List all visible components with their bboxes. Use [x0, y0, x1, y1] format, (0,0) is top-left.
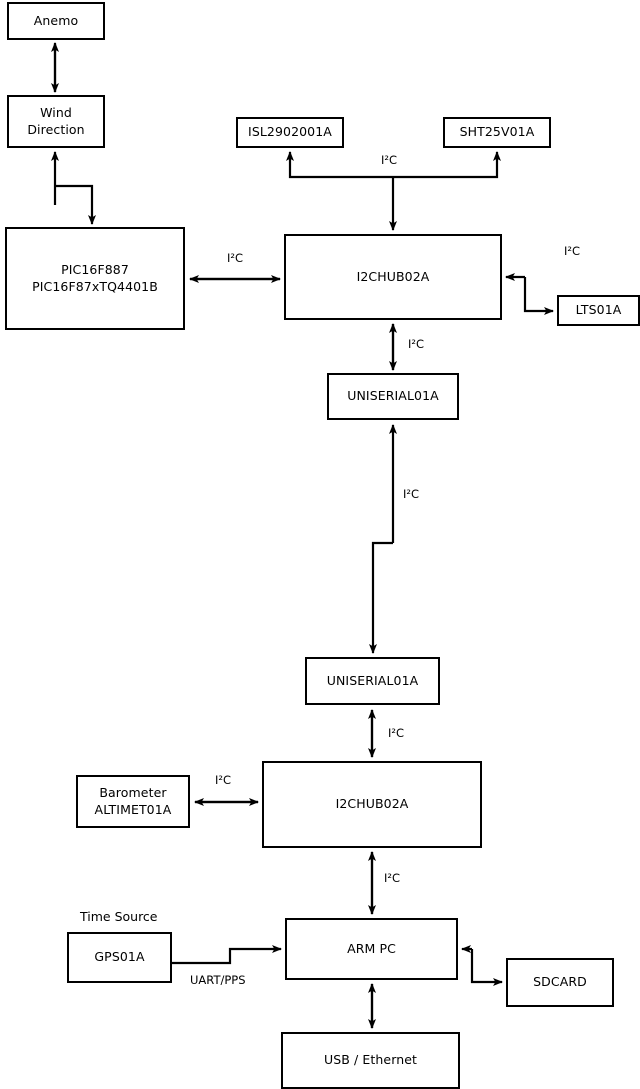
node-anemo[interactable]: Anemo — [7, 2, 105, 40]
node-i2chub02a-top[interactable]: I2CHUB02A — [284, 234, 502, 320]
node-i2chub02a-top-label: I2CHUB02A — [356, 268, 430, 284]
edge-label-pic-to-hub: I²C — [227, 251, 244, 265]
edge-label-hub-to-lts01a: I²C — [564, 244, 581, 258]
node-sht25v01a-label: SHT25V01A — [459, 124, 535, 140]
node-gps01a[interactable]: GPS01A — [67, 932, 172, 983]
node-uniserial01a-upper[interactable]: UNISERIAL01A — [327, 373, 459, 420]
edge-label-hub-to-uniserial-upper: I²C — [408, 337, 425, 351]
node-usb-ethernet-label: USB / Ethernet — [323, 1052, 418, 1068]
edge-gps-arm — [172, 945, 282, 965]
node-barometer[interactable]: Barometer ALTIMET01A — [76, 775, 190, 828]
edge-label-top-bus: I²C — [381, 153, 398, 167]
node-sht25v01a[interactable]: SHT25V01A — [443, 117, 551, 148]
edge-uni1-uni2-down — [369, 541, 393, 654]
node-wind-direction[interactable]: Wind Direction — [7, 95, 105, 148]
node-arm-pc-label: ARM PC — [347, 940, 396, 956]
node-anemo-label: Anemo — [33, 12, 79, 28]
node-usb-ethernet[interactable]: USB / Ethernet — [281, 1032, 460, 1089]
node-arm-pc[interactable]: ARM PC — [285, 918, 458, 980]
node-uniserial01a-lower-label: UNISERIAL01A — [326, 672, 419, 688]
node-i2chub02a-bottom-label: I2CHUB02A — [335, 796, 409, 812]
node-uniserial01a-lower[interactable]: UNISERIAL01A — [305, 657, 440, 705]
edge-label-hub-to-arm-pc: I²C — [384, 871, 401, 885]
node-sdcard-label: SDCARD — [533, 974, 587, 990]
node-i2chub02a-bottom[interactable]: I2CHUB02A — [262, 761, 482, 848]
node-uniserial01a-upper-label: UNISERIAL01A — [347, 388, 439, 404]
node-isl2902001a[interactable]: ISL2902001A — [236, 117, 344, 148]
node-barometer-label: Barometer ALTIMET01A — [94, 785, 172, 817]
node-lts01a[interactable]: LTS01A — [557, 295, 640, 326]
edge-wind-pic-down — [55, 184, 96, 225]
node-gps01a-label: GPS01A — [94, 949, 145, 965]
edge-hub-lts-in — [523, 277, 554, 315]
edge-label-barometer-to-hub: I²C — [215, 773, 232, 787]
node-wind-direction-label: Wind Direction — [27, 105, 85, 137]
node-sdcard[interactable]: SDCARD — [506, 958, 614, 1007]
edge-label-uniserial-link: I²C — [403, 487, 420, 501]
node-lts01a-label: LTS01A — [575, 302, 622, 318]
edge-hub-bus-sht — [393, 151, 501, 179]
node-isl2902001a-label: ISL2902001A — [248, 124, 332, 140]
edge-hub-bus-isl — [286, 151, 393, 179]
node-pic-microcontroller[interactable]: PIC16F887 PIC16F87xTQ4401B — [5, 227, 185, 330]
node-pic-microcontroller-label: PIC16F887 PIC16F87xTQ4401B — [32, 262, 158, 294]
edge-arm-sdcard-out — [470, 949, 503, 986]
label-time-source: Time Source — [80, 909, 158, 924]
edge-label-gps-to-arm-pc: UART/PPS — [190, 973, 246, 987]
edge-label-uniserial-lower-to-hub: I²C — [388, 726, 405, 740]
